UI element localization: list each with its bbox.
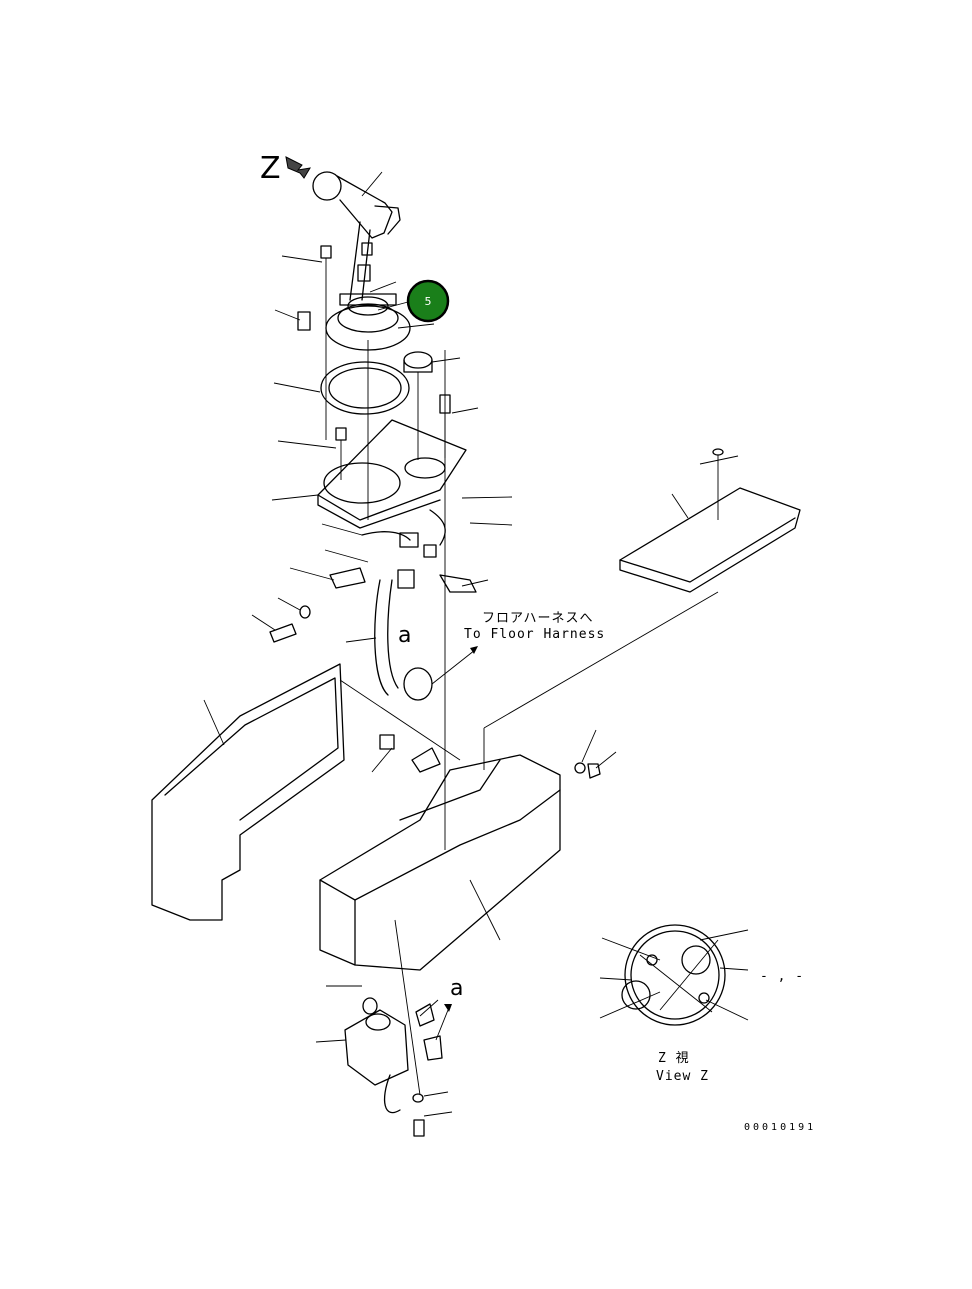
view-z-letter: Z	[260, 151, 281, 186]
callout-circle	[406, 279, 450, 323]
view-caption-jp: Z 視	[658, 1051, 690, 1066]
harness-note: フロアハーネスへ To Floor Harness	[464, 611, 605, 642]
callout-5: 5	[377, 279, 450, 323]
harness-arrow-icon	[470, 646, 478, 654]
valve-arrow-icon	[444, 1004, 452, 1012]
console-brackets	[379, 734, 601, 779]
view-z-caption: Z 視 View Z	[656, 1051, 709, 1084]
control-valve	[344, 919, 452, 1137]
mount-plate	[317, 419, 467, 529]
connector-label-a-top: a	[398, 623, 411, 648]
right-cover	[619, 448, 801, 593]
rotary-switch	[403, 351, 433, 460]
gasket-ring	[320, 361, 410, 415]
callout-number: 5	[425, 295, 432, 308]
wiring-harness	[329, 509, 478, 701]
left-side-cover	[151, 663, 345, 921]
assembly-lines	[339, 340, 719, 850]
connector-label-a-bottom: a	[450, 976, 463, 1001]
console-box	[319, 754, 561, 971]
bolt-washer	[269, 605, 311, 643]
side-note: - , -	[760, 969, 804, 984]
view-z-marker: Z	[260, 151, 311, 186]
leader-lines	[203, 171, 749, 1117]
harness-note-en: To Floor Harness	[464, 627, 605, 642]
view-z-detail	[621, 924, 726, 1026]
view-caption-en: View Z	[656, 1069, 709, 1084]
harness-note-jp: フロアハーネスへ	[482, 611, 593, 626]
view-arrow-icon	[285, 156, 311, 179]
drawing-number: 00010191	[744, 1122, 816, 1133]
lever-knob	[312, 171, 401, 301]
